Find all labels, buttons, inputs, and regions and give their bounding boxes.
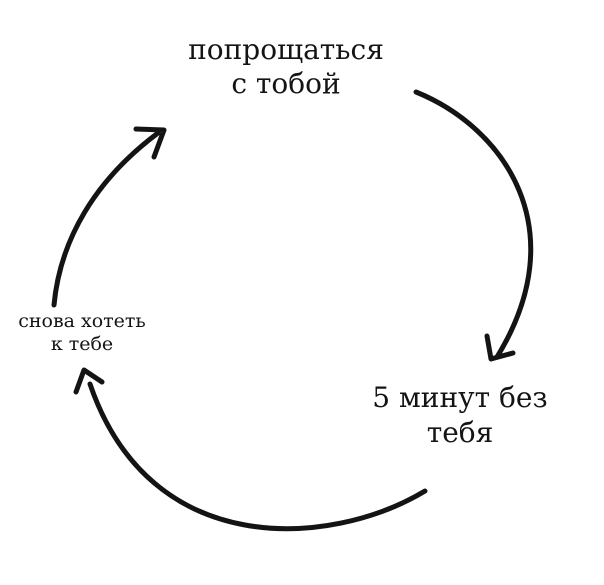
arrowhead-right <box>484 333 516 362</box>
arrow-right-to-left <box>87 381 428 532</box>
node-label-left: снова хотеть к тебе <box>0 310 164 356</box>
node-left-line2: к тебе <box>50 332 114 355</box>
node-label-top: попрощаться с тобой <box>160 33 412 100</box>
node-left-line1: снова хотеть <box>18 310 146 332</box>
node-right-line1: 5 минут без <box>372 381 548 414</box>
arrow-top-to-right <box>413 89 534 360</box>
node-top-line1: попрощаться <box>188 33 384 66</box>
node-right-line2: тебя <box>426 416 494 449</box>
arrowhead-left <box>73 367 105 395</box>
node-label-right: 5 минут без тебя <box>340 380 580 450</box>
arrowhead-top <box>133 126 167 160</box>
node-top-line2: с тобой <box>231 66 341 100</box>
arrow-left-to-top <box>51 130 161 308</box>
